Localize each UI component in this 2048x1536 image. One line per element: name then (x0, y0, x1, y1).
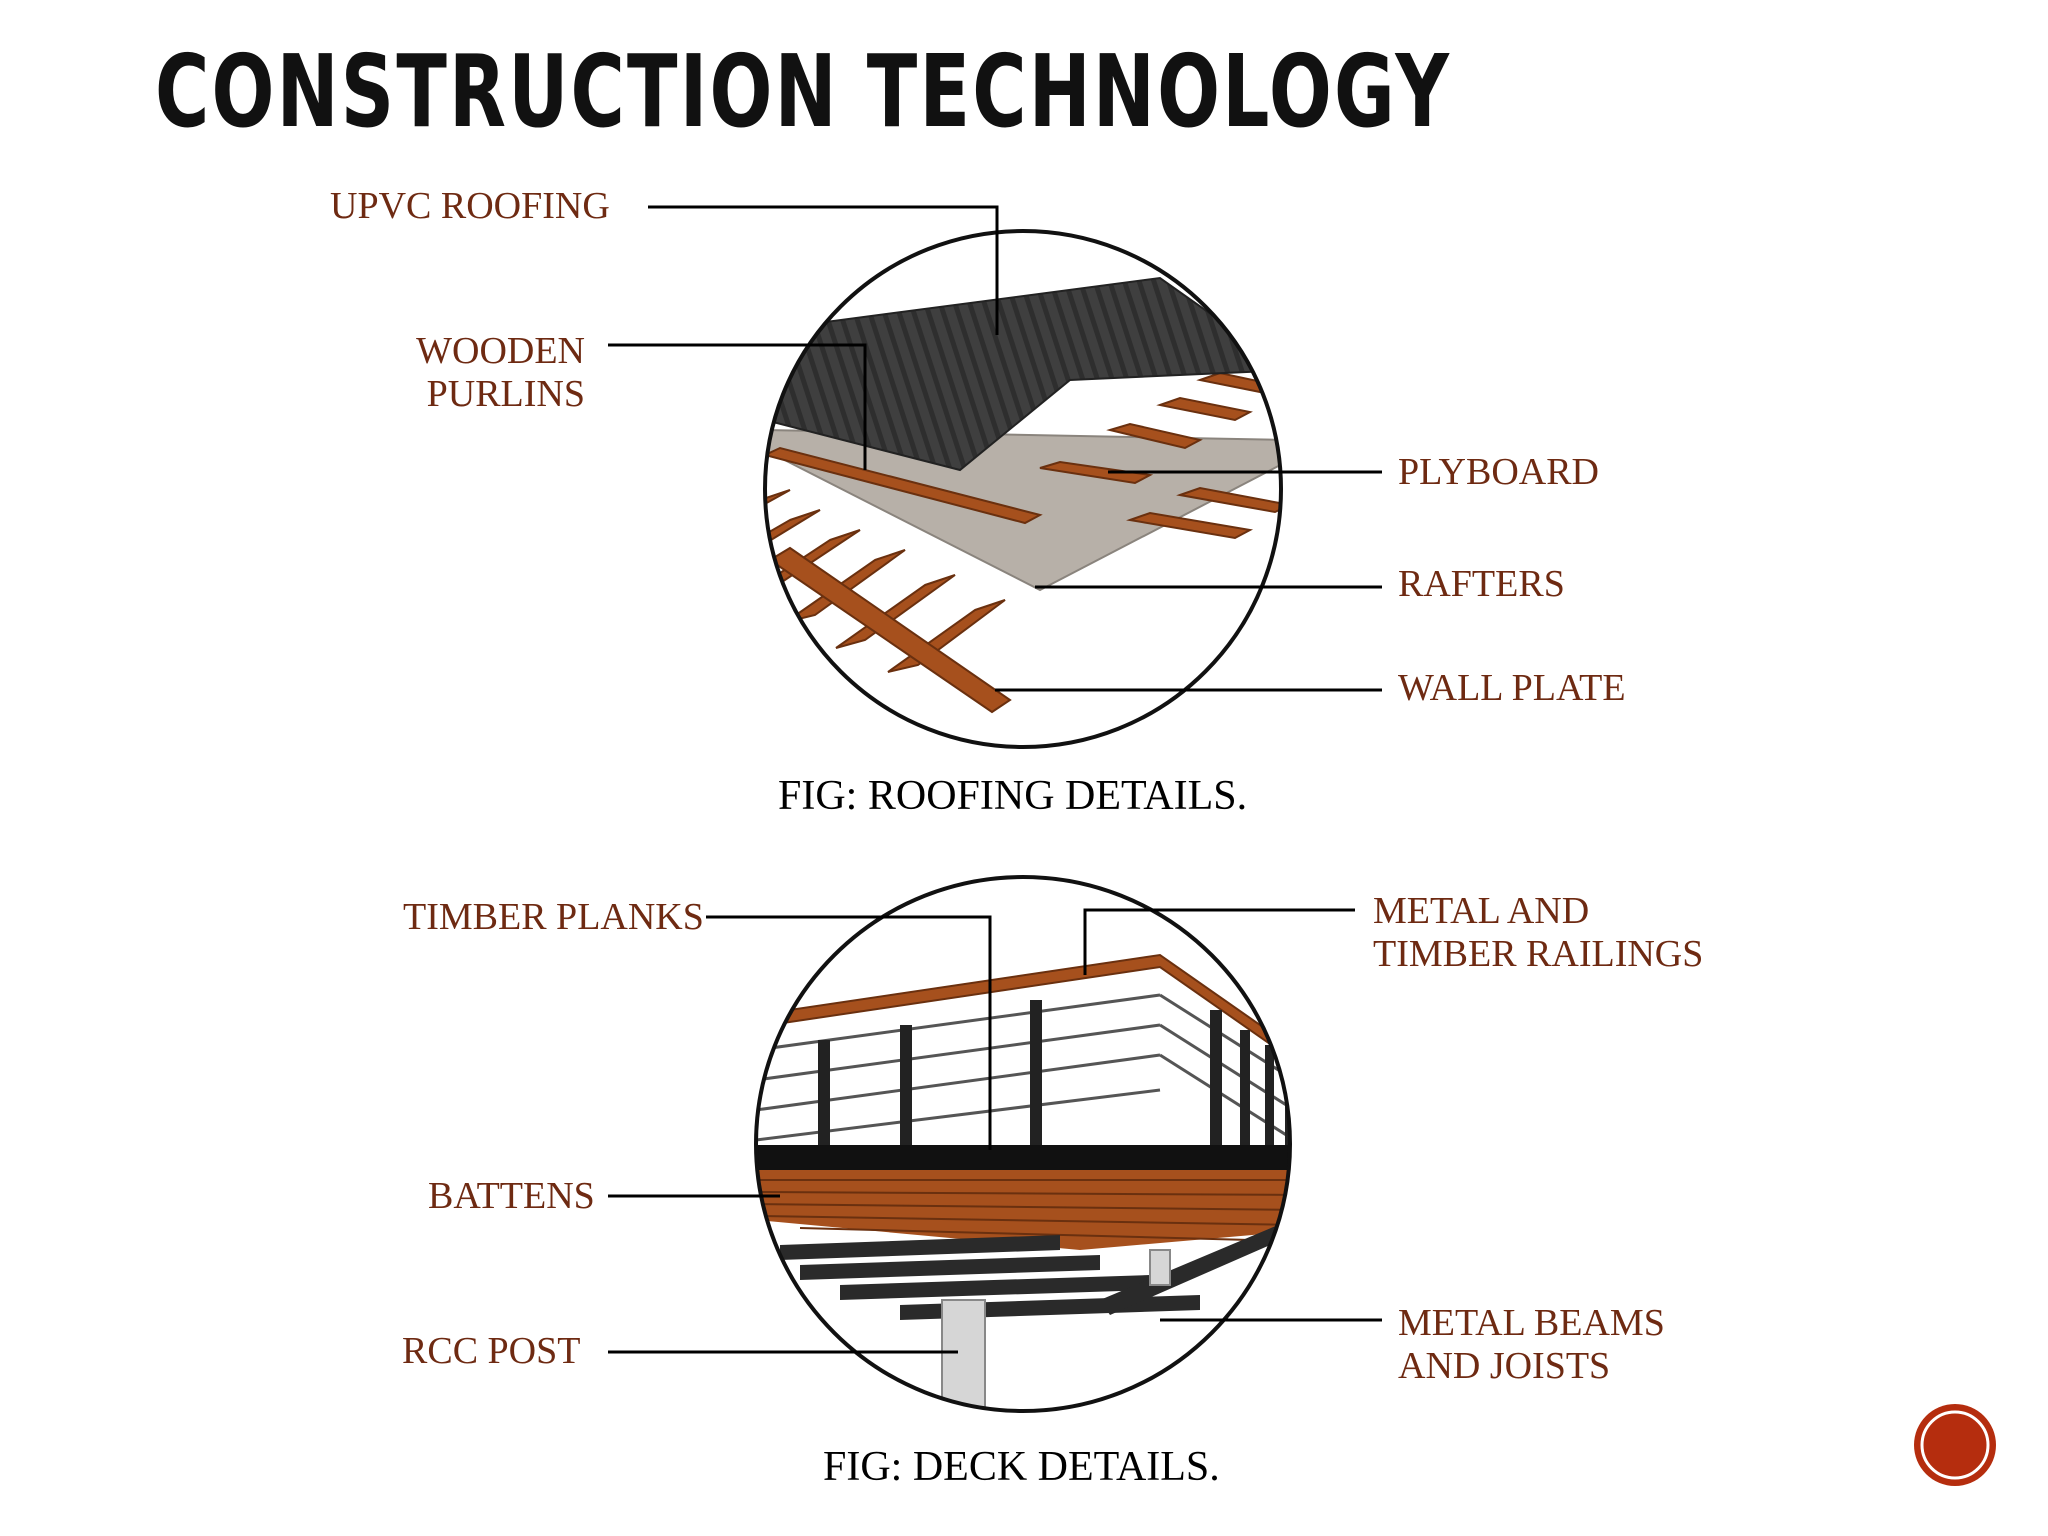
label-railings-line2: TIMBER RAILINGS (1373, 933, 1704, 975)
label-metal-beams-line2: AND JOISTS (1398, 1345, 1611, 1387)
label-wooden-purlins: WOODEN PURLINS (380, 330, 585, 416)
label-rcc-post: RCC POST (402, 1330, 581, 1372)
label-metal-beams-line1: METAL BEAMS (1398, 1302, 1665, 1344)
label-upvc-roofing: UPVC ROOFING (330, 185, 610, 227)
roofing-illustration (765, 276, 1281, 714)
slide-title: CONSTRUCTION TECHNOLOGY (155, 33, 1452, 150)
rcc-posts-illustration (941, 1249, 1171, 1411)
railing-posts-illustration (818, 1000, 1290, 1146)
deck-circle (754, 875, 1292, 1413)
deck-illustration (756, 953, 1290, 1411)
deck-leader-lines (608, 908, 1382, 1354)
roofing-caption: FIG: ROOFING DETAILS. (778, 773, 1248, 819)
label-plyboard: PLYBOARD (1398, 451, 1600, 493)
battens-illustration (756, 1170, 1290, 1250)
label-wooden-purlins-line1: WOODEN (416, 330, 585, 372)
label-rafters: RAFTERS (1398, 563, 1565, 605)
slide-nav-button[interactable] (1912, 1402, 1998, 1488)
label-battens: BATTENS (428, 1175, 595, 1217)
wall-plate-illustration (768, 546, 1012, 714)
label-railings: METAL AND TIMBER RAILINGS (1373, 890, 1703, 976)
roofing-leader-lines (608, 205, 1382, 692)
deck-caption: FIG: DECK DETAILS. (823, 1444, 1220, 1490)
deck-edge-illustration (756, 1145, 1290, 1170)
label-metal-beams: METAL BEAMS AND JOISTS (1398, 1302, 1665, 1388)
label-timber-planks: TIMBER PLANKS (403, 896, 704, 938)
roof-sheet-illustration (765, 276, 1281, 472)
label-railings-line1: METAL AND (1373, 890, 1590, 932)
railing-top-rail-illustration (756, 953, 1290, 1074)
label-wall-plate: WALL PLATE (1398, 667, 1626, 709)
roofing-circle (763, 229, 1283, 749)
label-wooden-purlins-line2: PURLINS (426, 373, 585, 415)
